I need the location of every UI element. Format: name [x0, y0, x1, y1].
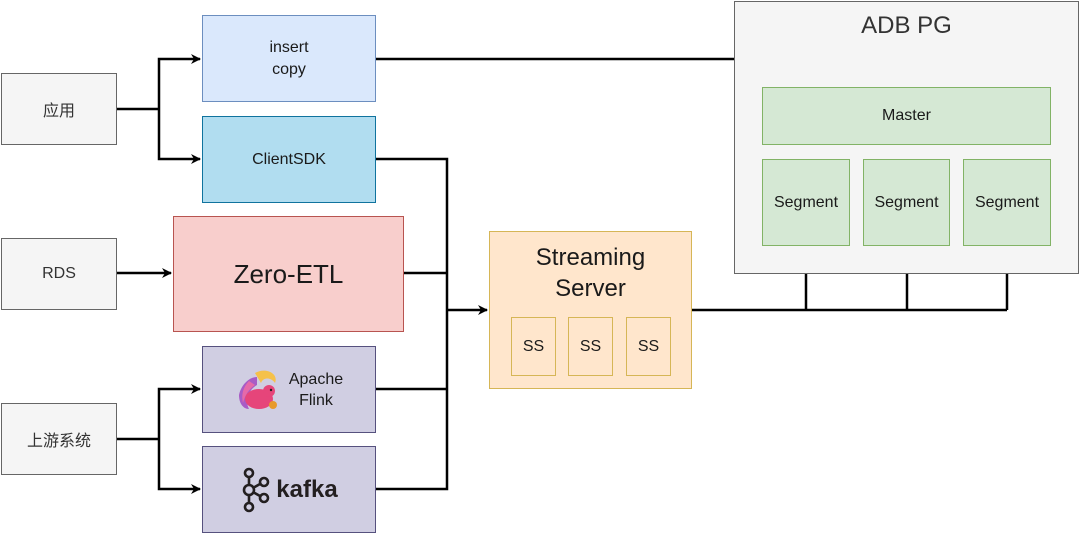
- kafka-box: kafka: [202, 446, 376, 533]
- source-upstream-label: 上游系统: [26, 433, 91, 450]
- edge-app-to-insert: [157, 54, 201, 109]
- insert-copy-box: insert copy: [202, 15, 376, 102]
- ss-node-2: SS: [568, 317, 613, 376]
- segment-label: Segment: [974, 193, 1040, 211]
- copy-label: copy: [272, 60, 306, 78]
- segment-label: Segment: [874, 193, 939, 211]
- source-rds-label: RDS: [42, 265, 76, 282]
- ss-node-1: SS: [511, 317, 556, 376]
- streaming-server-title: Streaming Server: [490, 242, 691, 304]
- adb-pg-title: ADB PG: [861, 12, 952, 39]
- source-app: 应用: [1, 73, 117, 145]
- source-app-label: 应用: [42, 103, 75, 120]
- streaming-server-box: Streaming Server SS SS SS: [489, 231, 692, 389]
- streaming-title-line2: Server: [555, 275, 626, 302]
- zero-etl-label: Zero-ETL: [233, 258, 344, 289]
- streaming-title-line1: Streaming: [535, 244, 646, 271]
- master-node: Master: [762, 87, 1051, 145]
- flink-box: Apache Flink: [202, 346, 376, 433]
- client-sdk-box: ClientSDK: [202, 116, 376, 203]
- edge-upstream-to-flink: [157, 384, 201, 439]
- adb-pg-container: ADB PG Master Segment Segment Segment: [734, 1, 1079, 274]
- kafka-label: kafka: [276, 475, 338, 503]
- source-rds: RDS: [1, 238, 117, 310]
- edge-sdk-to-bus: [375, 157, 449, 491]
- kafka-logo-icon: [242, 467, 270, 512]
- flink-label-line2: Flink: [299, 391, 333, 409]
- flink-label-line1: Apache: [288, 370, 344, 388]
- edge-app-to-sdk: [157, 109, 201, 164]
- segment-node-3: Segment: [963, 159, 1051, 246]
- ss-node-3: SS: [626, 317, 671, 376]
- zero-etl-box: Zero-ETL: [173, 216, 404, 332]
- segment-node-2: Segment: [863, 159, 950, 246]
- segment-label: Segment: [773, 193, 839, 211]
- source-upstream: 上游系统: [1, 403, 117, 475]
- ss-node-label: SS: [637, 337, 660, 355]
- edge-upstream-to-kafka: [157, 439, 201, 494]
- ss-node-label: SS: [579, 337, 602, 355]
- ss-node-label: SS: [522, 337, 545, 355]
- master-label: Master: [882, 107, 931, 124]
- segment-node-1: Segment: [762, 159, 850, 246]
- client-sdk-label: ClientSDK: [252, 150, 326, 168]
- insert-label: insert: [269, 38, 309, 56]
- flink-squirrel-icon: [238, 370, 277, 409]
